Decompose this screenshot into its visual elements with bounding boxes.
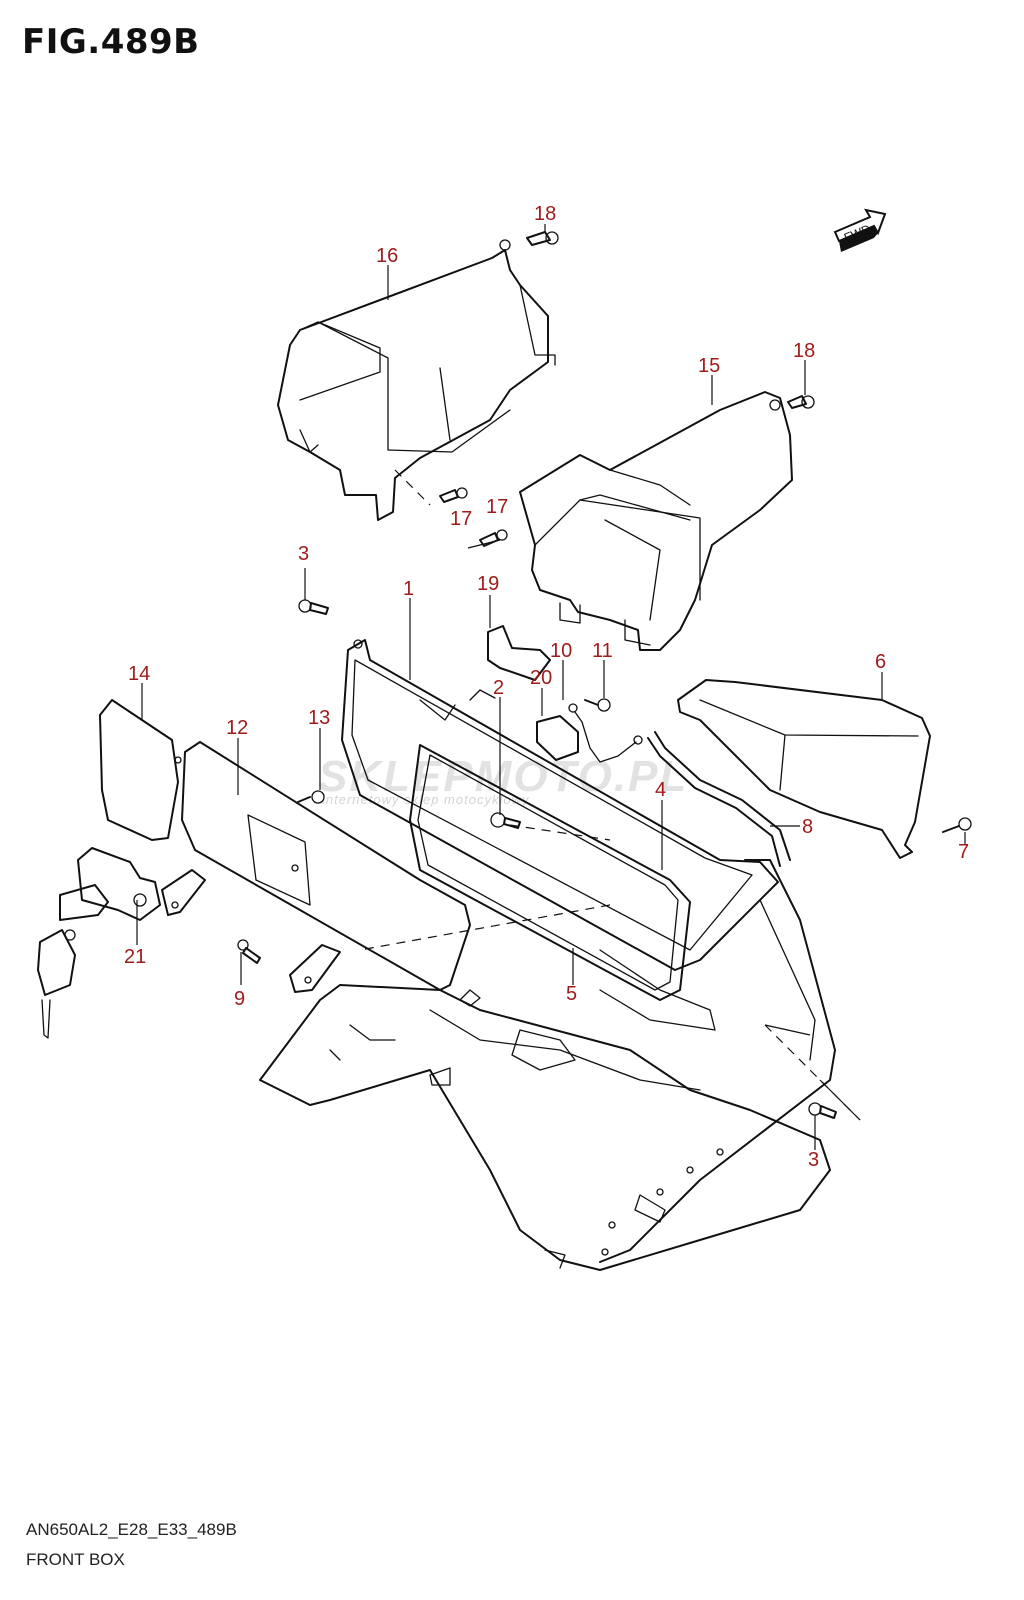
callout-5: 5 <box>566 983 577 1005</box>
callout-3-top: 3 <box>298 543 309 565</box>
screw-11 <box>584 698 611 712</box>
callout-11: 11 <box>592 640 613 662</box>
screw-7 <box>942 817 972 833</box>
callout-18-right: 18 <box>793 340 815 362</box>
model-code: AN650AL2_E28_E33_489B <box>26 1520 237 1539</box>
screw-17-a <box>439 487 468 503</box>
fwd-arrow-icon: FWD <box>833 208 887 252</box>
callout-14: 14 <box>128 663 150 685</box>
callout-13: 13 <box>308 707 330 729</box>
part-21-lock <box>37 847 161 1039</box>
callout-19: 19 <box>477 573 499 595</box>
part-14-cover <box>99 699 182 841</box>
watermark-logo: SKLEPMOTO.PL <box>318 752 689 801</box>
callout-1: 1 <box>403 578 414 600</box>
leader-lines <box>136 224 966 1150</box>
screw-18-top <box>526 231 559 246</box>
callout-21: 21 <box>124 946 146 968</box>
screw-2 <box>490 812 521 829</box>
callout-16: 16 <box>376 245 398 267</box>
callout-12: 12 <box>226 717 248 739</box>
callout-10: 10 <box>550 640 572 662</box>
callout-20: 20 <box>530 667 552 689</box>
callout-17-b: 17 <box>486 496 508 518</box>
screw-9 <box>237 939 261 964</box>
part-20-block <box>536 715 579 761</box>
hinge-left <box>161 869 206 916</box>
callout-4: 4 <box>655 779 666 801</box>
callout-17-a: 17 <box>450 508 472 530</box>
figure-title: FIG.489B <box>22 22 200 62</box>
figure-name: FRONT BOX <box>26 1550 125 1569</box>
part-19-pad <box>487 625 551 681</box>
callout-18-top: 18 <box>534 203 556 225</box>
callout-2: 2 <box>493 677 504 699</box>
part-1-frame <box>341 639 779 971</box>
screw-3-top <box>298 599 329 615</box>
part-12-lid <box>181 741 471 991</box>
callout-6: 6 <box>875 651 886 673</box>
part-15-duct <box>519 391 793 651</box>
callout-8: 8 <box>802 816 813 838</box>
screw-18-right <box>787 395 815 409</box>
part-4-gasket <box>409 744 691 1001</box>
callout-labels: 18 16 18 15 17 17 3 1 19 10 11 20 2 14 1… <box>124 203 969 1171</box>
screw-3-bottom <box>808 1102 837 1119</box>
part-8-rod <box>647 731 791 867</box>
part-10-wire <box>568 703 643 763</box>
front-box-body <box>259 859 836 1271</box>
callout-15: 15 <box>698 355 720 377</box>
part-6-cover <box>677 679 931 859</box>
callout-9: 9 <box>234 988 245 1010</box>
part-16-duct <box>277 239 556 521</box>
hinge-right <box>289 944 341 993</box>
callout-7: 7 <box>958 841 969 863</box>
callout-3-bottom: 3 <box>808 1149 819 1171</box>
screw-13 <box>297 790 325 804</box>
